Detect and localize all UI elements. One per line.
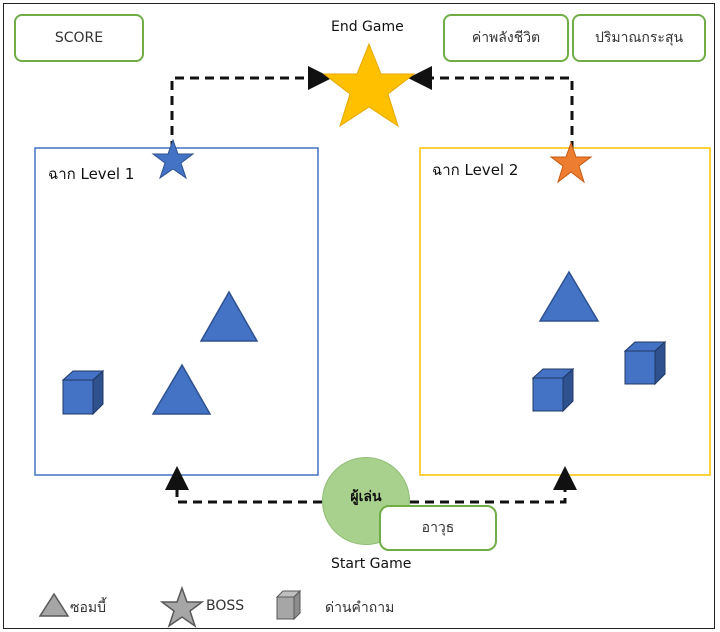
ammo-box: ปริมาณกระสุน bbox=[572, 14, 706, 62]
level1-to-end-arrow bbox=[170, 66, 332, 150]
health-box: ค่าพลังชีวิต bbox=[443, 14, 569, 62]
weapon-label: อาวุธ bbox=[421, 520, 455, 536]
start-game-label: Start Game bbox=[331, 556, 412, 572]
level2-to-end-arrow bbox=[408, 66, 574, 150]
end-game-label: End Game bbox=[331, 19, 404, 35]
score-label: SCORE bbox=[54, 30, 104, 46]
level1-zombie-icon bbox=[199, 290, 259, 342]
start-to-level2-arrow bbox=[410, 466, 577, 504]
legend-boss-label: BOSS bbox=[206, 598, 245, 614]
level1-box bbox=[34, 147, 319, 476]
ammo-label: ปริมาณกระสุน bbox=[594, 30, 684, 46]
legend-boss-icon bbox=[159, 585, 205, 628]
level2-title: ฉาก Level 2 bbox=[432, 161, 519, 179]
score-box: SCORE bbox=[14, 14, 144, 62]
level1-quiz-cube-icon bbox=[61, 369, 105, 416]
start-to-level1-arrow bbox=[165, 466, 322, 504]
diagram-frame bbox=[3, 3, 715, 629]
level2-boss-star-icon bbox=[549, 141, 593, 184]
legend-zombie-label: ซอมบี้ bbox=[70, 600, 107, 616]
level1-boss-star-icon bbox=[151, 138, 195, 180]
weapon-box: อาวุธ bbox=[379, 505, 497, 551]
level1-title: ฉาก Level 1 bbox=[48, 165, 135, 183]
health-label: ค่าพลังชีวิต bbox=[471, 30, 541, 46]
player-label: ผู้เล่น bbox=[350, 489, 382, 505]
level1-zombie-icon bbox=[151, 363, 212, 415]
legend-quiz-label: ด่านคำถาม bbox=[325, 600, 395, 616]
level2-quiz-cube-icon bbox=[531, 367, 575, 413]
legend-quiz-cube-icon bbox=[275, 589, 302, 621]
level2-quiz-cube-icon bbox=[623, 340, 667, 386]
legend-zombie-icon bbox=[38, 592, 70, 617]
level2-zombie-icon bbox=[538, 270, 600, 322]
end-game-star-icon bbox=[322, 42, 416, 128]
